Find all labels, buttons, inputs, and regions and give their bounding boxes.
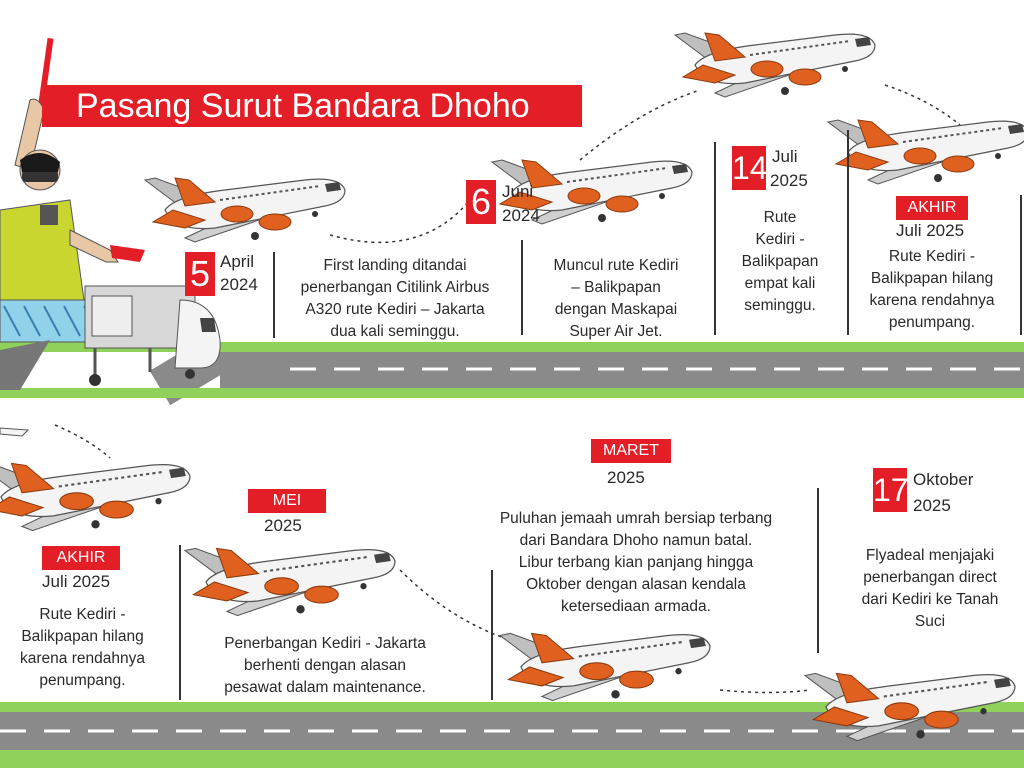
plane-5 — [0, 462, 192, 532]
plane-1 — [144, 177, 346, 243]
divider — [817, 488, 819, 653]
page-title: Pasang Surut Bandara Dhoho — [76, 87, 530, 125]
divider — [273, 252, 275, 338]
event-1-day: 5 — [185, 252, 215, 296]
plane-4 — [827, 119, 1024, 185]
divider — [847, 130, 849, 335]
event-1-year: 2024 — [220, 275, 258, 294]
event-4-badge: AKHIR — [896, 196, 968, 220]
event-1-month: April — [220, 252, 255, 271]
event-6-badge: MEI — [248, 489, 326, 513]
plane-6 — [183, 547, 397, 617]
event-2-month: Juni — [502, 182, 534, 201]
event-5-period: Juli 2025 — [42, 572, 111, 591]
divider — [491, 570, 493, 700]
event-8-day: 17 — [873, 468, 909, 512]
divider — [179, 545, 181, 700]
event-3-day: 14 — [732, 146, 768, 190]
event-5-badge: AKHIR — [42, 546, 120, 570]
event-7-year: 2025 — [607, 468, 645, 487]
event-3-year: 2025 — [770, 171, 808, 190]
divider — [714, 142, 716, 335]
divider — [521, 240, 523, 335]
event-4-period: Juli 2025 — [896, 221, 965, 240]
event-8-month: Oktober — [913, 470, 974, 489]
event-8-year: 2025 — [913, 496, 951, 515]
event-3-month: Juli — [772, 147, 798, 166]
event-7-badge: MARET — [591, 439, 671, 463]
divider — [1020, 195, 1022, 335]
event-2-year: 2024 — [502, 206, 540, 225]
plane-7 — [498, 632, 712, 702]
event-2-day: 6 — [466, 180, 496, 224]
event-6-year: 2025 — [264, 516, 302, 535]
ground-crew — [0, 37, 145, 301]
plane-3 — [674, 32, 876, 98]
jet-bridge — [0, 265, 221, 390]
title-banner: Pasang Surut Bandara Dhoho — [42, 85, 582, 127]
